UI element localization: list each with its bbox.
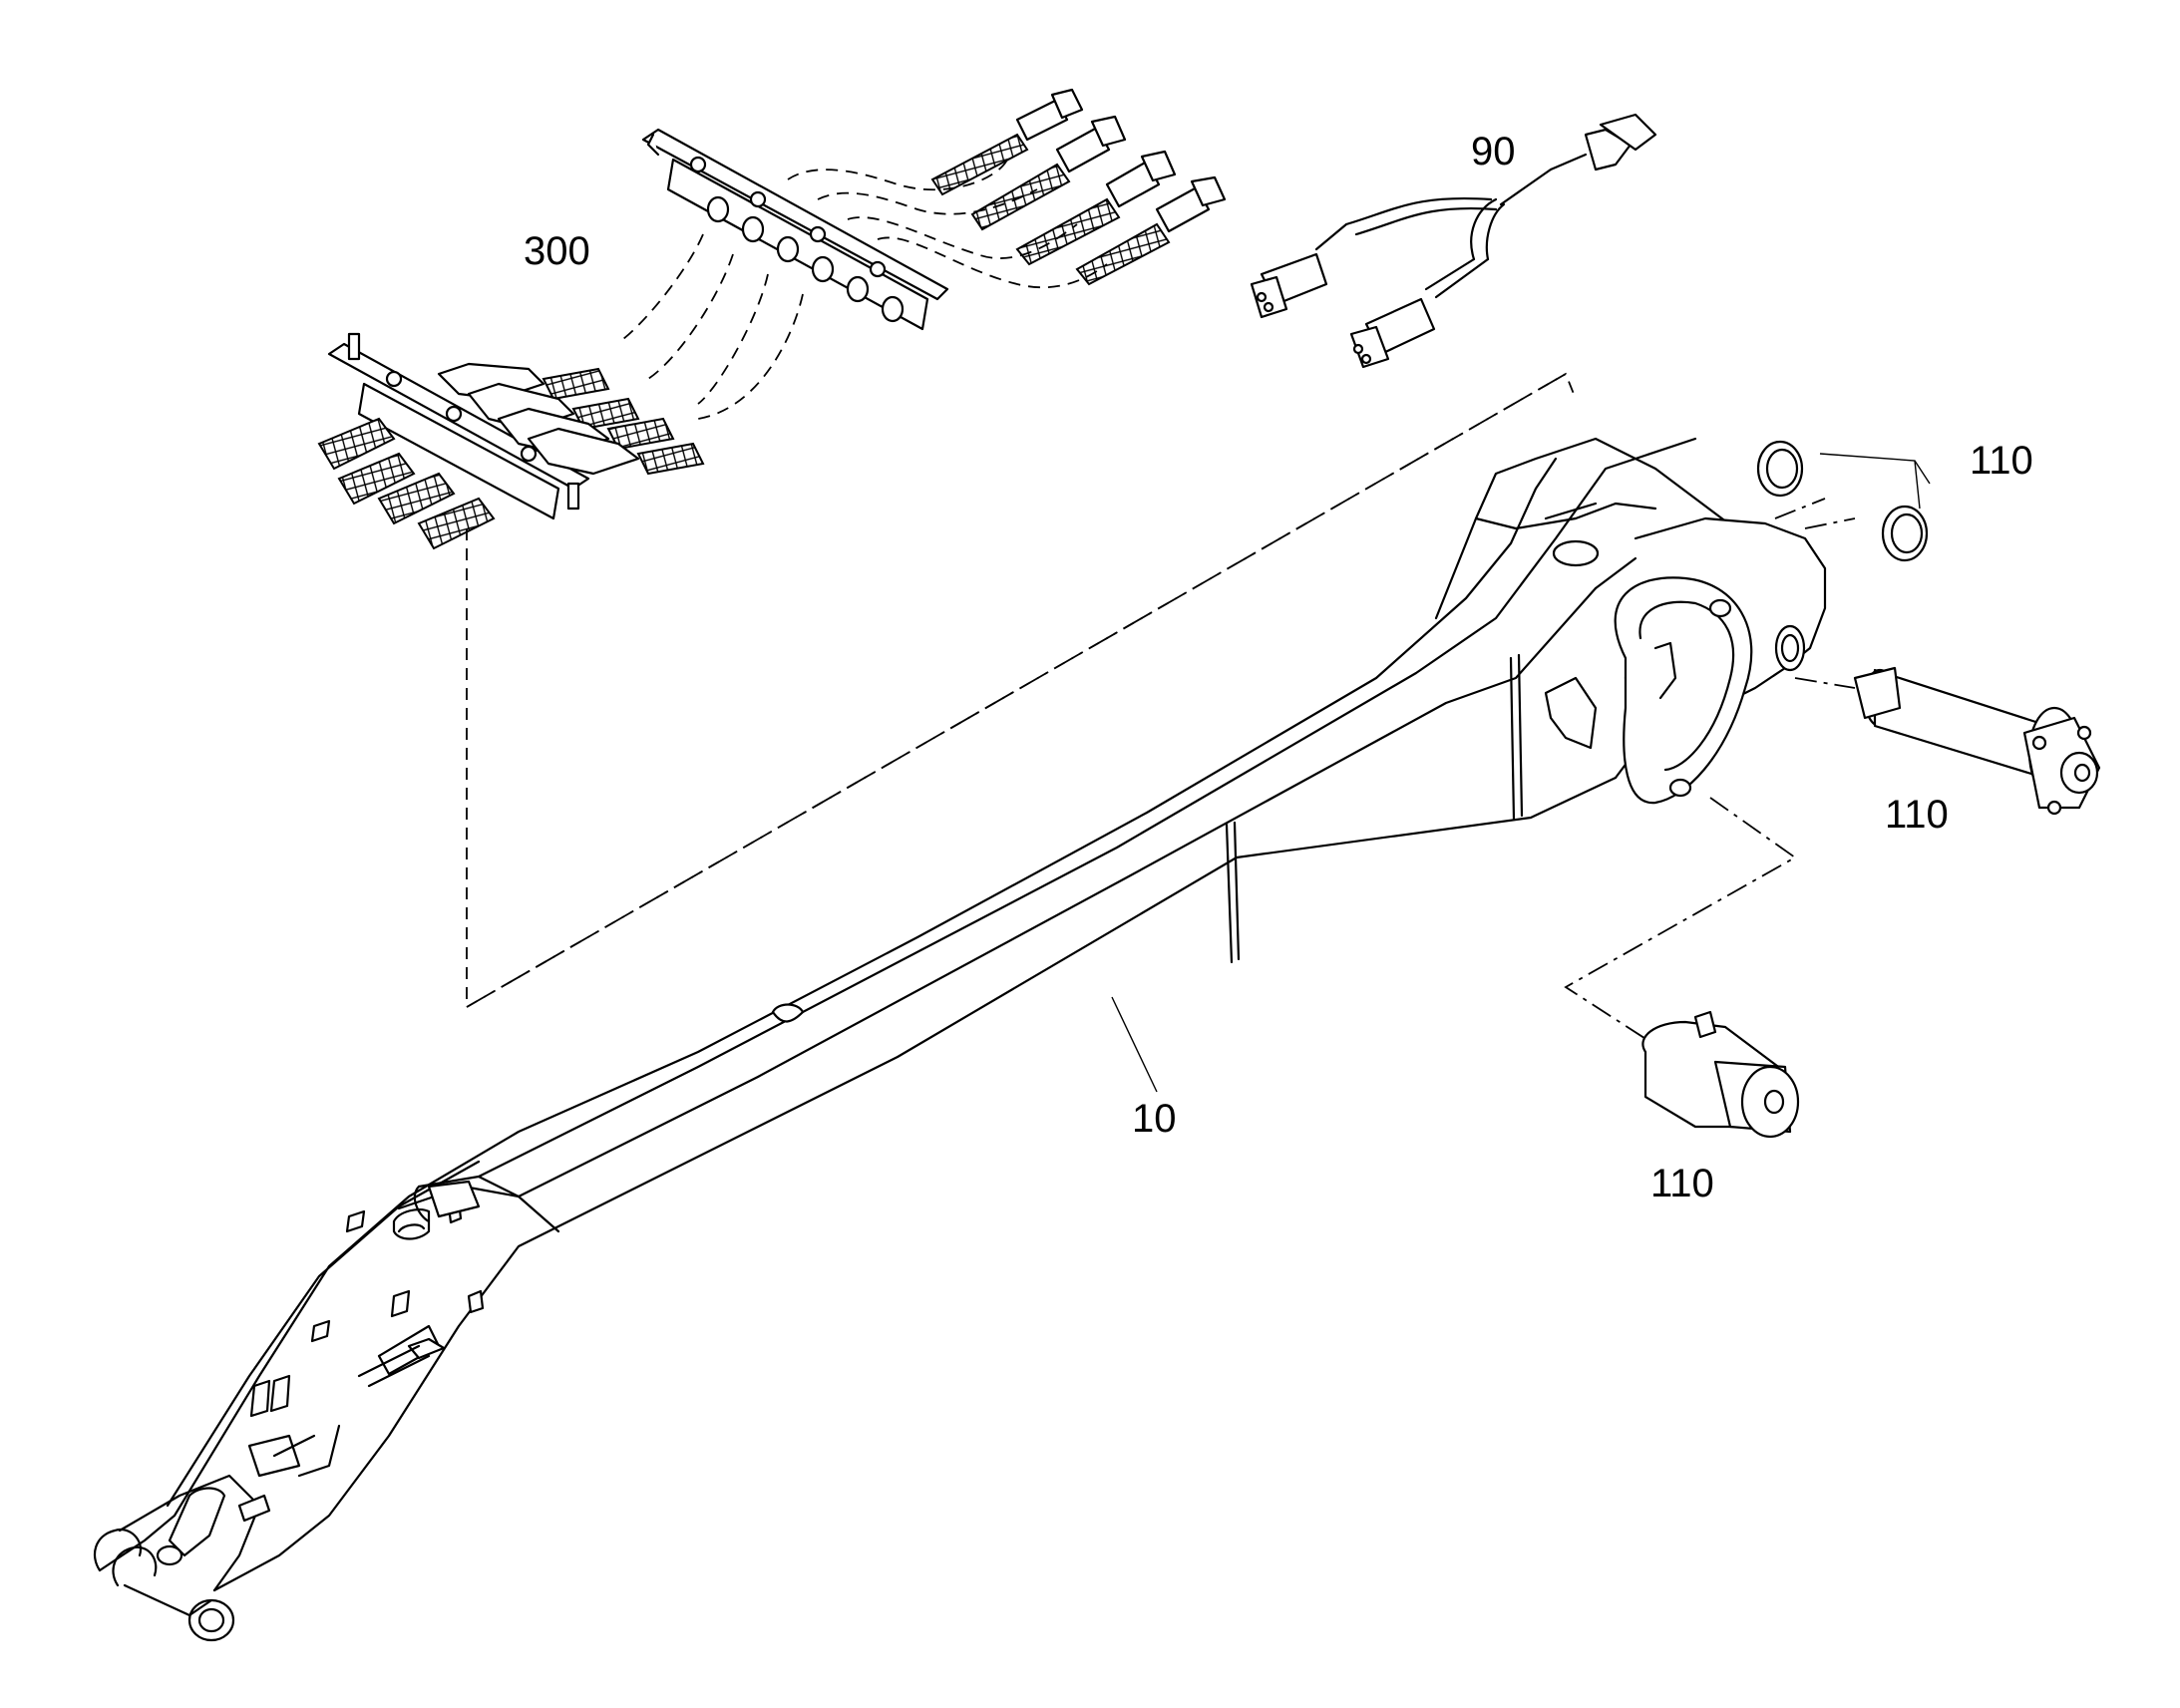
callout-110-pin: 110 [1885, 793, 1949, 837]
hose-assembly [317, 88, 1227, 550]
boom-front-end [93, 1003, 805, 1642]
o-ring-upper [1756, 440, 1804, 498]
hose-fitting-3 [1015, 150, 1177, 266]
callout-110-rings: 110 [1970, 439, 2033, 483]
hose-fitting-1 [930, 88, 1084, 196]
callout-10: 10 [1132, 1097, 1177, 1141]
hose-leader-line [466, 372, 1577, 1009]
bushing [1564, 797, 1800, 1139]
boom-leader-line [1111, 996, 1158, 1093]
callout-90: 90 [1471, 130, 1516, 173]
hose-fitting-lower-4 [527, 427, 705, 476]
boom-rear-pivot [1544, 502, 1827, 805]
callout-110-bushing: 110 [1650, 1162, 1714, 1205]
boom-arm [98, 437, 1737, 1592]
ring-leader-line [1819, 453, 1931, 485]
hose-leader-line-2 [466, 373, 1567, 1008]
o-ring-lower [1881, 505, 1929, 562]
hose-fitting-4 [1075, 175, 1227, 286]
wire-harness [1250, 113, 1657, 369]
callout-300: 300 [524, 229, 590, 273]
boom-pin [1794, 666, 2101, 816]
